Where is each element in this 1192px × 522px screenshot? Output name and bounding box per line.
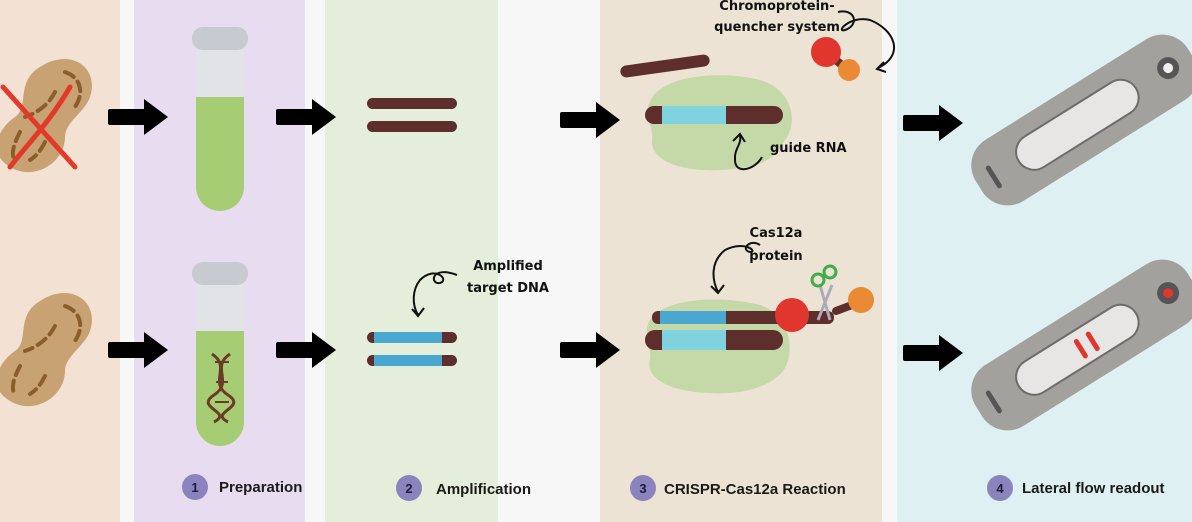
curly-arrow [710, 241, 761, 295]
amplified-target-dna [367, 332, 457, 366]
amplification-panel [325, 0, 498, 522]
step-3: 3 CRISPR-Cas12a Reaction [630, 475, 846, 501]
guide-rna-complex [645, 106, 783, 124]
cas12a-label-2: protein [749, 249, 802, 264]
step-4: 4 Lateral flow readout [987, 475, 1165, 501]
lateral-flow-strip-positive [971, 259, 1192, 431]
step-label: Amplification [436, 481, 531, 498]
step-badge: 2 [405, 481, 412, 496]
quencher-icon [832, 287, 874, 315]
chromoprotein-quencher-icon [811, 37, 860, 81]
step-badge: 1 [191, 480, 198, 495]
curly-arrow [411, 271, 458, 318]
test-line [1073, 339, 1088, 359]
amplified-label: Amplified [473, 259, 543, 274]
step-label: Preparation [219, 479, 302, 496]
amplified-label-2: target DNA [467, 281, 549, 296]
step-label: CRISPR-Cas12a Reaction [664, 481, 846, 498]
step-badge: 3 [639, 481, 646, 496]
step-badge: 4 [996, 481, 1004, 496]
curly-arrow [732, 132, 763, 171]
chromoprotein-label-2: quencher system [714, 20, 840, 35]
test-tube-icon [192, 27, 248, 211]
lateral-flow-strip-negative [971, 34, 1192, 206]
step-2: 2 Amplification [396, 475, 531, 501]
control-line [1085, 331, 1100, 352]
step-1: 1 Preparation [182, 474, 302, 500]
dna-strands [367, 98, 457, 132]
dna-helix-icon [206, 352, 236, 424]
cas12a-label: Cas12a [750, 226, 803, 241]
guide-rna-label: guide RNA [770, 141, 847, 156]
scissors-icon [810, 264, 838, 321]
curly-arrow [837, 10, 896, 73]
chromoprotein-label: Chromoprotein- [719, 0, 834, 14]
chromoprotein-icon [775, 298, 809, 332]
cleaved-strand [620, 54, 710, 78]
test-tube-with-dna-icon [192, 262, 248, 446]
step-label: Lateral flow readout [1022, 480, 1165, 497]
peanut-crossed-icon [0, 56, 94, 175]
